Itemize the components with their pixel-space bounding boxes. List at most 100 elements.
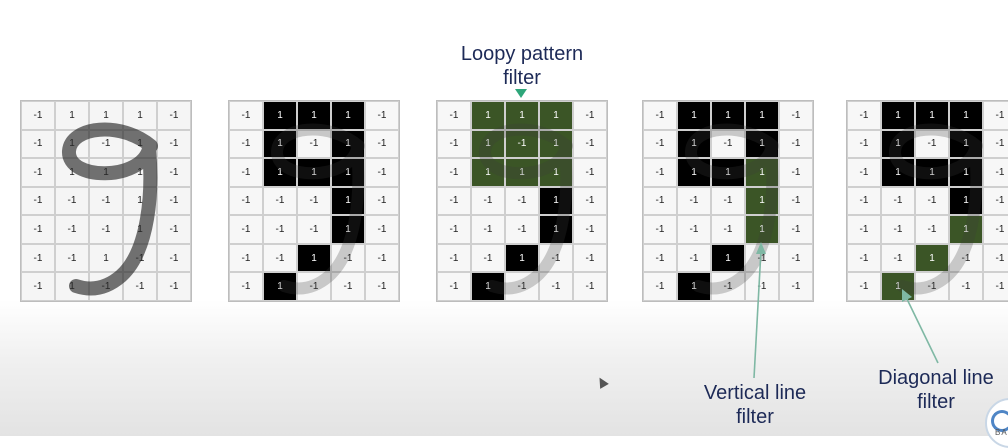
grid-cell: -1: [229, 243, 263, 273]
grid-cell: -1: [89, 215, 123, 244]
grid-cell: 1: [263, 129, 297, 159]
grid-cell: -1: [573, 243, 607, 273]
grid-cell: -1: [983, 243, 1008, 273]
grid-cell: -1: [573, 101, 607, 130]
grid-cell: -1: [263, 215, 297, 244]
grid-cell: 1: [297, 158, 331, 187]
grid-cell: 1: [711, 158, 745, 187]
grid-cell: -1: [297, 215, 331, 244]
grid-cell: -1: [89, 272, 123, 301]
grid-cell: 1: [539, 129, 573, 159]
grid-cell: -1: [881, 186, 915, 216]
grid-cell: -1: [437, 158, 471, 187]
grid-cell: -1: [229, 186, 263, 216]
grid-cell: -1: [21, 158, 55, 187]
grid-cell: 1: [263, 101, 297, 130]
grid-cell: -1: [437, 243, 471, 273]
grid-cell: -1: [157, 129, 191, 159]
grid-cell: 1: [881, 129, 915, 159]
grid-cell: -1: [983, 158, 1008, 187]
grid-cell: -1: [643, 243, 677, 273]
grid-cell: 1: [123, 158, 157, 187]
grid-cell: -1: [365, 101, 399, 130]
grid-cell: 1: [505, 101, 539, 130]
grid-cell: -1: [677, 243, 711, 273]
grid-cell: -1: [949, 272, 983, 301]
grid-cell: 1: [55, 101, 89, 130]
grid-cell: -1: [983, 215, 1008, 244]
grid-cell: -1: [745, 272, 779, 301]
grid-cell: 1: [915, 243, 949, 273]
grid-cell: -1: [263, 243, 297, 273]
grid-cell: -1: [331, 243, 365, 273]
grid-cell: 1: [881, 158, 915, 187]
grid-cell: -1: [847, 243, 881, 273]
diagonal-line-label-line1: Diagonal line: [878, 367, 994, 389]
grid-cell: -1: [229, 215, 263, 244]
grid-cell: -1: [365, 158, 399, 187]
grid-cell: 1: [297, 101, 331, 130]
grid-cell: -1: [779, 101, 813, 130]
grid-cell: 1: [55, 129, 89, 159]
grid-cell: -1: [157, 158, 191, 187]
grid-cell: -1: [505, 186, 539, 216]
grid-cell: -1: [89, 129, 123, 159]
grid-cell: 1: [331, 129, 365, 159]
grid-cell: -1: [55, 243, 89, 273]
grid-cell: -1: [677, 215, 711, 244]
grid-cell: -1: [643, 215, 677, 244]
grid-cell: 1: [55, 158, 89, 187]
grid-cell: 1: [949, 158, 983, 187]
grid-cell: -1: [123, 272, 157, 301]
grid-cell: -1: [573, 129, 607, 159]
grid-cell: -1: [847, 158, 881, 187]
grid-cell: 1: [745, 129, 779, 159]
grid-cell: -1: [229, 101, 263, 130]
grid-cell: 1: [539, 158, 573, 187]
grid-cell: 1: [539, 186, 573, 216]
grid-cell: 1: [949, 101, 983, 130]
grid-cell: -1: [643, 158, 677, 187]
grid-cell: 1: [711, 243, 745, 273]
grid-cell: -1: [331, 272, 365, 301]
grid-cell: -1: [229, 272, 263, 301]
loopy-pattern-label: Loopy pattern filter: [437, 42, 607, 90]
grid-cell: 1: [123, 129, 157, 159]
diagonal-line-label-line2: filter: [917, 391, 955, 413]
grid-cell: 1: [471, 129, 505, 159]
grid-cell: -1: [573, 158, 607, 187]
grid-cell: 1: [949, 215, 983, 244]
grid-cell: -1: [505, 215, 539, 244]
loopy-arrow-icon: [515, 89, 527, 98]
grid-cell: 1: [123, 215, 157, 244]
grid-cell: -1: [21, 215, 55, 244]
grid-cell: 1: [915, 101, 949, 130]
grid-cell: -1: [539, 243, 573, 273]
grid-cell: 1: [123, 101, 157, 130]
grid-cell: 1: [745, 215, 779, 244]
grid-cell: 1: [331, 215, 365, 244]
grid-cell: -1: [643, 186, 677, 216]
grid-cell: -1: [779, 129, 813, 159]
grid-cell: 1: [677, 129, 711, 159]
grid-cell: -1: [711, 186, 745, 216]
grid-cell: -1: [437, 186, 471, 216]
grid-cell: 1: [745, 186, 779, 216]
grid-cell: 1: [711, 101, 745, 130]
grid-cell: -1: [915, 215, 949, 244]
grid-cell: -1: [365, 272, 399, 301]
grid-cell: -1: [157, 272, 191, 301]
grid-cell: -1: [915, 186, 949, 216]
grid-cell: -1: [573, 272, 607, 301]
grid-cell: -1: [881, 243, 915, 273]
grid-cell: -1: [297, 272, 331, 301]
grid-cell: 1: [331, 186, 365, 216]
grid-cell: -1: [21, 129, 55, 159]
grid-cell: -1: [983, 186, 1008, 216]
mouse-cursor-icon: [595, 375, 609, 389]
grid-cell: -1: [711, 215, 745, 244]
grid-cell: -1: [21, 186, 55, 216]
grid-cell: 1: [949, 129, 983, 159]
grid-cell: 1: [539, 101, 573, 130]
grid-cell: 1: [677, 272, 711, 301]
